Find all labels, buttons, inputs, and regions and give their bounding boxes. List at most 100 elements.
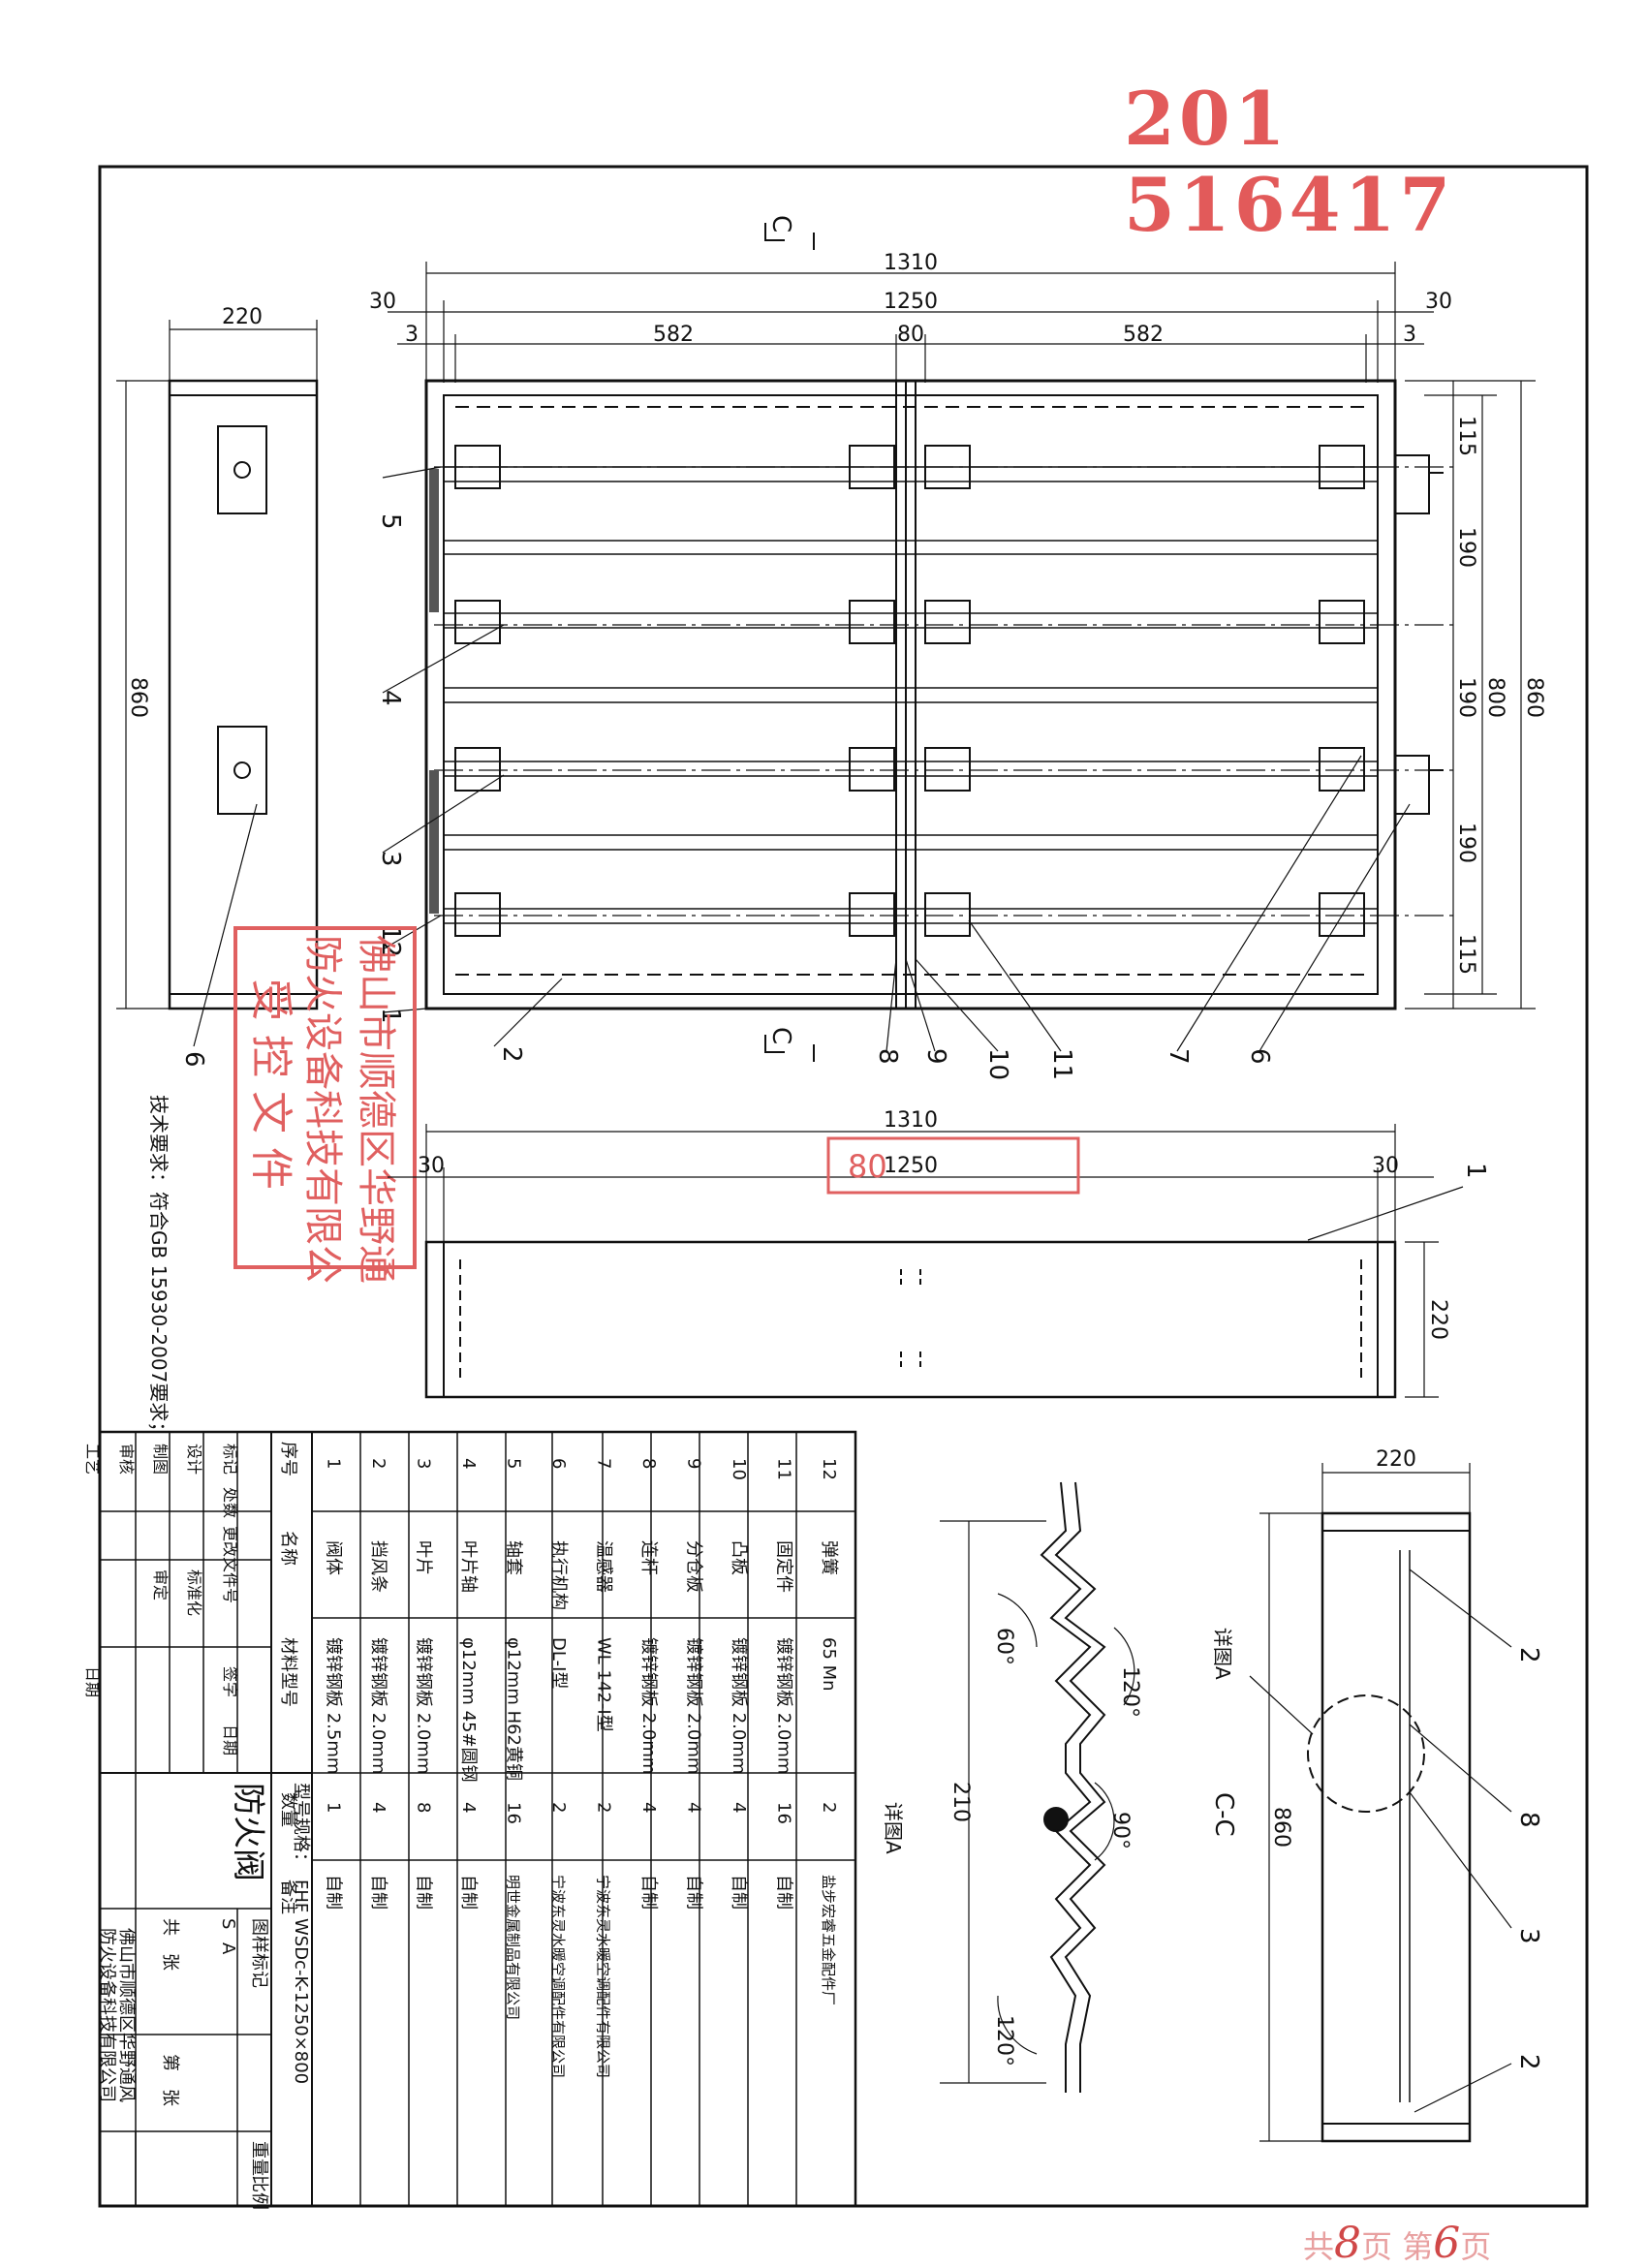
detail-a xyxy=(940,1481,1135,2093)
bom-cell: 6 xyxy=(548,1458,569,1469)
part-label-4: 4 xyxy=(376,690,405,706)
bom-cell: 65 Mn xyxy=(819,1637,839,1692)
bom-table xyxy=(98,1430,857,2208)
part-label-9: 9 xyxy=(921,1048,950,1065)
dim-flange-left: 30 xyxy=(369,290,396,314)
drawing-mark-label: 图样标记 xyxy=(249,1918,269,1988)
title-block-label: 处数 xyxy=(221,1487,239,1518)
dim-inner-width: 1250 xyxy=(884,290,938,314)
bom-cell: 16 xyxy=(504,1802,524,1824)
bom-cell: 4 xyxy=(638,1802,659,1813)
controlled-document-stamp: 佛山市顺德区华野通 防火设备科技有限公 受 控 文 件 xyxy=(233,926,417,1284)
part-label-11: 11 xyxy=(1047,1048,1076,1080)
bottom-part-label: 1 xyxy=(1461,1163,1490,1179)
title-block-label: 审核 xyxy=(117,1444,136,1475)
bom-header: 数量 xyxy=(278,1792,298,1827)
title-block-label: 更改文件号 xyxy=(221,1526,239,1603)
bom-cell: 3 xyxy=(414,1458,434,1469)
bom-cell: 叶片 xyxy=(414,1540,434,1575)
bom-cell: 执行机构 xyxy=(548,1540,569,1610)
dim-gap-right: 3 xyxy=(1403,323,1416,347)
bom-cell: 8 xyxy=(414,1802,434,1813)
dim-seg3: 190 xyxy=(1454,677,1478,718)
detail-angle-120a: 120° xyxy=(1118,1666,1142,1718)
bom-cell: 9 xyxy=(684,1458,704,1469)
dim-half-left: 582 xyxy=(653,323,694,347)
weight-label: 重量 xyxy=(249,2141,269,2176)
dim-seg5: 115 xyxy=(1454,934,1478,975)
stamp-line2: 防火设备科技有限公 xyxy=(300,935,345,1284)
bom-cell: φ12mm 45#圆钢 xyxy=(458,1637,479,1783)
bom-cell: 4 xyxy=(458,1802,479,1813)
bom-cell: 自制 xyxy=(368,1875,388,1910)
model-label: 型号规格： xyxy=(291,1783,311,1870)
bom-cell: 4 xyxy=(729,1802,749,1813)
title-block-label: 标准化 xyxy=(185,1569,203,1616)
bom-cell: 宁波东灵水暖空调配件有限公司 xyxy=(549,1875,567,2078)
detail-title: 详图A xyxy=(882,1802,905,1854)
bom-header: 序号 xyxy=(278,1442,298,1476)
dim-seg1: 115 xyxy=(1454,416,1478,456)
bom-cell: 2 xyxy=(548,1802,569,1813)
bom-cell: 2 xyxy=(594,1802,614,1813)
bom-cell: 阀体 xyxy=(324,1540,344,1575)
bom-cell: 8 xyxy=(638,1458,659,1469)
page-count-prefix: 共 xyxy=(1303,2228,1335,2265)
bom-cell: 叶片轴 xyxy=(458,1540,479,1593)
page-count-current: 6 xyxy=(1433,2219,1461,2268)
bom-cell: φ12mm H62黄铜 xyxy=(504,1637,524,1781)
dim-seg2: 190 xyxy=(1454,527,1478,568)
title-block-label: 审定 xyxy=(151,1569,170,1600)
bom-header: 材料型号 xyxy=(278,1637,298,1707)
small-red-stamp: 80 xyxy=(826,1136,1080,1195)
section-mark-top: C xyxy=(766,215,795,233)
bom-cell: 4 xyxy=(458,1458,479,1469)
spring-lower xyxy=(429,770,439,914)
part-label-2: 2 xyxy=(497,1046,526,1063)
bom-cell: 16 xyxy=(774,1802,794,1824)
dim-half-right: 582 xyxy=(1123,323,1164,347)
part-label-7: 7 xyxy=(1164,1048,1193,1065)
cc-label-2b: 2 xyxy=(1514,2054,1543,2070)
part-label-10: 10 xyxy=(983,1048,1012,1080)
bom-cell: 1 xyxy=(324,1458,344,1469)
page-count-mid: 页 第 xyxy=(1361,2228,1434,2265)
bom-cell: 明世金属制品有限公司 xyxy=(505,1875,522,2020)
bom-cell: 镀锌钢板 2.0mm xyxy=(414,1637,434,1774)
bom-cell: 12 xyxy=(819,1458,839,1480)
part-label-5: 5 xyxy=(376,513,405,530)
title-block-label: 日期 xyxy=(83,1666,102,1697)
bottom-dim-left: 30 xyxy=(418,1154,445,1178)
side-actuator-lower xyxy=(217,726,267,815)
cc-label-3: 3 xyxy=(1514,1928,1543,1944)
scale-label: 比例 xyxy=(249,2175,269,2210)
bom-cell: 镀锌钢板 2.0mm xyxy=(774,1637,794,1774)
detail-angle-90: 90° xyxy=(1108,1812,1133,1849)
cc-dim-width: 220 xyxy=(1376,1447,1416,1472)
dim-seg4: 190 xyxy=(1454,823,1478,863)
cc-detail-ref: 详图A xyxy=(1211,1628,1234,1680)
actuator-upper xyxy=(1394,454,1430,514)
dim-overall-height: 860 xyxy=(1522,677,1546,718)
stamp-line3: 受 控 文 件 xyxy=(246,979,295,1190)
cc-label-8: 8 xyxy=(1514,1812,1543,1828)
bom-cell: 温感器 xyxy=(594,1540,614,1593)
stamp-line1: 佛山市顺德区华野通 xyxy=(354,935,398,1284)
side-part-label: 6 xyxy=(179,1051,208,1068)
part-label-1: 1 xyxy=(376,1008,405,1024)
page-count-total: 8 xyxy=(1334,2219,1362,2268)
bom-cell: 轴套 xyxy=(504,1540,524,1575)
drawing-title: 防火阀 xyxy=(229,1783,267,1881)
detail-angle-120b: 120° xyxy=(992,2015,1016,2066)
actuator-lower xyxy=(1394,755,1430,815)
bom-cell: 连杆 xyxy=(638,1540,659,1575)
side-actuator-upper xyxy=(217,425,267,514)
company-line1: 佛山市顺德区华野通风 xyxy=(116,1928,137,2102)
bom-cell: 盐步宏睿五金配件厂 xyxy=(820,1875,837,2005)
technical-requirement: 技术要求：符合GB 15930-2007要求； xyxy=(147,1095,171,1441)
front-view xyxy=(382,223,1536,1062)
dim-mid: 80 xyxy=(897,323,924,347)
bom-cell: 分仓板 xyxy=(684,1540,704,1593)
bottom-dim-overall: 1310 xyxy=(884,1108,938,1133)
bom-cell: 挡风条 xyxy=(368,1540,388,1593)
